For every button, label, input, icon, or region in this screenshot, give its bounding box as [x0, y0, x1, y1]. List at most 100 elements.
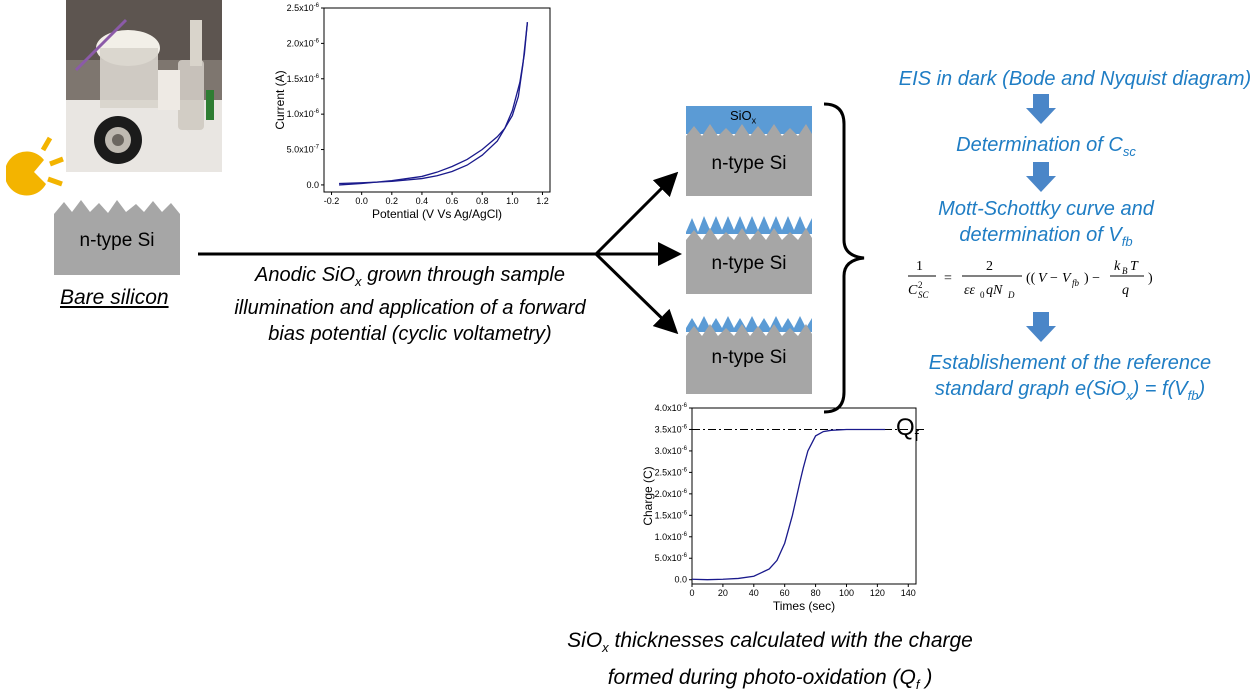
- x-tick-label: 140: [901, 588, 916, 598]
- flow-step-reference: Establishement of the reference standard…: [890, 350, 1250, 409]
- y-tick-label: 2.0x10-6: [287, 38, 320, 48]
- x-tick-label: 120: [870, 588, 885, 598]
- flow-step-mott-line2: determination of V: [959, 224, 1122, 246]
- svg-text:C: C: [908, 283, 918, 298]
- bottom-caption-line2: formed during photo-oxidation (Q: [607, 666, 916, 690]
- process-caption-sub: x: [355, 274, 362, 289]
- flow-step-csc-sub: sc: [1122, 144, 1136, 159]
- x-axis-label: Times (sec): [773, 599, 835, 613]
- sample2-label: n-type Si: [711, 253, 787, 274]
- process-caption-line3: bias potential (cyclic voltametry): [268, 323, 552, 345]
- svg-text:=: =: [944, 271, 952, 286]
- x-tick-label: 40: [749, 588, 759, 598]
- flow-step-mott-line1: Mott-Schottky curve and: [938, 198, 1154, 220]
- svg-text:qN: qN: [986, 283, 1003, 298]
- flow-step-eis: EIS in dark (Bode and Nyquist diagram): [898, 68, 1252, 90]
- y-tick-label: 1.0x10-6: [655, 532, 688, 542]
- qf-label: Qf: [896, 414, 919, 445]
- x-tick-label: 80: [811, 588, 821, 598]
- y-tick-label: 0.0: [306, 180, 319, 190]
- x-axis-label: Potential (V Vs Ag/AgCl): [372, 207, 502, 221]
- svg-text:q: q: [1122, 283, 1129, 298]
- flow-step-ref-pre: standard graph e(SiO: [934, 378, 1127, 400]
- x-tick-label: 20: [718, 588, 728, 598]
- bottom-caption-line1: thicknesses calculated with the charge: [608, 629, 973, 652]
- process-arrows: [198, 171, 682, 335]
- x-tick-label: 0.4: [416, 196, 429, 206]
- x-tick-label: 0: [689, 588, 694, 598]
- y-tick-label: 3.5x10-6: [655, 424, 688, 434]
- flow-step-ref-sub2: fb: [1187, 388, 1199, 403]
- svg-text:): ): [1148, 271, 1153, 286]
- svg-text:k: k: [1114, 259, 1121, 274]
- process-caption-line2: illumination and application of a forwar…: [234, 297, 586, 319]
- oxide-label-text: SiO: [730, 108, 752, 123]
- y-tick-label: 1.5x10-6: [287, 74, 320, 84]
- bottom-caption: SiOx thicknesses calculated with the cha…: [520, 626, 1020, 700]
- sample1-label: n-type Si: [711, 153, 787, 174]
- svg-text:fb: fb: [1072, 278, 1080, 288]
- flow-step-csc: Determination of Csc: [896, 132, 1196, 165]
- svg-text:1: 1: [916, 259, 923, 274]
- svg-text:−: −: [1050, 271, 1058, 286]
- bare-sample-label: n-type Si: [79, 230, 155, 251]
- x-tick-label: 1.0: [506, 196, 519, 206]
- y-axis-label: Charge (C): [641, 466, 655, 525]
- bottom-caption-sub2: f: [915, 677, 920, 693]
- sample3-label: n-type Si: [711, 347, 787, 368]
- svg-text:B: B: [1122, 266, 1128, 276]
- x-tick-label: 60: [780, 588, 790, 598]
- plot-frame: [323, 7, 551, 193]
- qf-label-sub: f: [914, 427, 919, 445]
- svg-text:εε: εε: [964, 283, 976, 298]
- bottom-caption-line2-post: ): [919, 666, 933, 690]
- bare-silicon-sample: [54, 200, 180, 275]
- flow-step-ref-mid: ) = f(V: [1132, 378, 1188, 400]
- series-line-0: [691, 428, 886, 581]
- y-tick-label: 5.0x10-7: [287, 145, 320, 155]
- bare-silicon-caption: Bare silicon: [60, 286, 169, 309]
- bottom-caption-sub: x: [602, 640, 609, 656]
- flow-step-ref-post: ): [1198, 378, 1206, 400]
- y-tick-label: 2.5x10-6: [287, 3, 320, 13]
- down-arrow-icon: [1026, 312, 1056, 342]
- series-line-1: [339, 22, 529, 186]
- y-tick-label: 1.5x10-6: [655, 510, 688, 520]
- y-tick-label: 0.0: [674, 575, 687, 585]
- y-tick-label: 3.0x10-6: [655, 446, 688, 456]
- bottom-caption-pre: SiO: [567, 629, 603, 652]
- svg-text:0: 0: [980, 290, 985, 300]
- svg-text:T: T: [1130, 259, 1139, 274]
- y-tick-label: 5.0x10-6: [655, 553, 688, 563]
- curly-brace: [823, 102, 865, 414]
- svg-text:SC: SC: [918, 290, 930, 300]
- svg-text:V: V: [1038, 271, 1048, 286]
- oxidized-samples: [686, 106, 812, 394]
- flow-step-mott-sub: fb: [1121, 234, 1133, 249]
- flow-step-ref-sub1: x: [1126, 388, 1133, 403]
- process-caption-line1-pre: Anodic SiO: [254, 264, 356, 286]
- y-tick-label: 4.0x10-6: [655, 403, 688, 413]
- qf-label-text: Q: [896, 414, 915, 441]
- x-tick-label: 0.0: [355, 196, 368, 206]
- y-tick-label: 1.0x10-6: [287, 109, 320, 119]
- process-caption-line1-post: grown through sample: [361, 264, 565, 286]
- y-tick-label: 2.0x10-6: [655, 489, 688, 499]
- flow-step-mott-schottky: Mott-Schottky curve and determination of…: [896, 196, 1196, 255]
- series-line-0: [339, 22, 529, 185]
- oxide-label-sub: x: [751, 115, 757, 126]
- flow-step-csc-text: Determination of C: [956, 134, 1123, 156]
- x-tick-label: 100: [839, 588, 854, 598]
- charge-time-chart: 0 20 40 60 80 100 120 140 0.0 5.0x10-6 1.0x10-6 1.5…: [641, 403, 926, 613]
- x-tick-label: 1.2: [536, 196, 549, 206]
- photo-electrochemical-cell: [66, 0, 222, 172]
- down-arrow-icon: [1026, 162, 1056, 192]
- x-tick-label: 0.8: [476, 196, 489, 206]
- down-arrow-icon: [1026, 94, 1056, 124]
- svg-text:D: D: [1007, 290, 1015, 300]
- plot-frame: [691, 407, 917, 585]
- svg-text:((: ((: [1026, 271, 1036, 286]
- x-tick-label: 0.2: [386, 196, 399, 206]
